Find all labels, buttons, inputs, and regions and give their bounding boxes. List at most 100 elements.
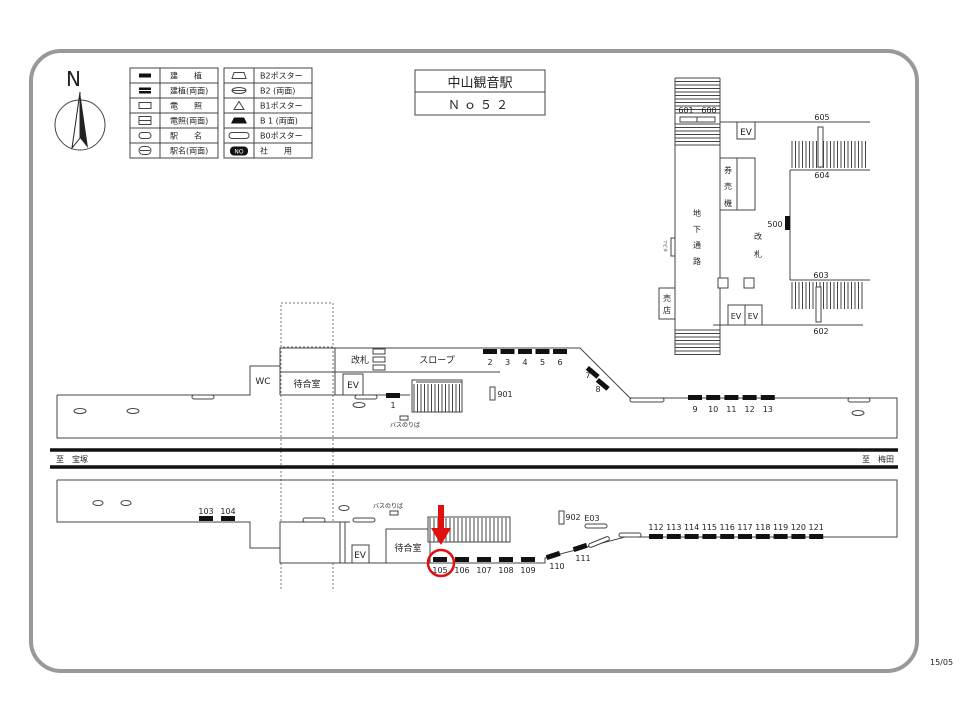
map-frame <box>29 49 919 673</box>
ad-label-105: 105 <box>432 566 447 575</box>
ad-panel <box>518 349 532 354</box>
ad-panel <box>706 395 721 400</box>
ad-label-4: 4 <box>522 358 527 367</box>
ad-label-116: 116 <box>720 523 735 532</box>
ad-panel <box>535 349 550 354</box>
ad-label-603: 603 <box>813 271 828 280</box>
ad-panel <box>386 393 400 398</box>
legend-label: B0ポスター <box>260 132 303 141</box>
ad-label-108: 108 <box>498 566 513 575</box>
ad-label-1: 1 <box>390 401 395 410</box>
passage-label: 通 <box>693 240 701 250</box>
arrow-shaft <box>438 505 444 528</box>
ad-label-114: 114 <box>684 523 699 532</box>
highlight-marker <box>426 505 456 578</box>
legend-label: 駅名(両面) <box>170 146 208 156</box>
ad-label-8: 8 <box>595 385 600 394</box>
ad-label-113: 113 <box>666 523 681 532</box>
ad-label-5: 5 <box>540 358 545 367</box>
legend-label: 駅 名 <box>170 131 202 141</box>
ev-label: EV <box>748 312 759 321</box>
ad-label-7: 7 <box>585 371 590 380</box>
arrow-head <box>431 528 451 545</box>
ticket-machine-label: 券 <box>724 165 732 175</box>
lower-platform: EV 待合室 バスのりば <box>56 479 898 564</box>
ad-label-121: 121 <box>809 523 824 532</box>
legend-label: B 1 (両面) <box>260 117 298 126</box>
ad-panel <box>755 534 770 539</box>
ad-panel <box>760 395 775 400</box>
ad-label-901: 901 <box>497 390 512 399</box>
legend-label: 建植(両面) <box>170 86 208 96</box>
ad-panel <box>433 557 447 562</box>
shop-label: 店 <box>663 305 671 315</box>
ad-panel <box>738 534 752 539</box>
gate-label: 改札 <box>351 354 369 366</box>
ad-label-11: 11 <box>726 405 736 414</box>
ad-label-601: 601 <box>678 106 693 115</box>
ad-panel <box>499 557 513 562</box>
legend-label: B2 (両面) <box>260 87 295 96</box>
ad-label-604: 604 <box>814 171 829 180</box>
ad-panel <box>553 349 567 354</box>
ad-label-107: 107 <box>476 566 491 575</box>
ad-label-119: 119 <box>773 523 788 532</box>
ticket-machine-label: 機 <box>724 198 732 208</box>
ad-panel <box>595 377 610 391</box>
ad-panel <box>572 542 588 553</box>
shop-label: 売 <box>663 293 671 303</box>
ad-label-605: 605 <box>814 113 829 122</box>
ad-label-500: 500 <box>767 220 782 229</box>
ad-panel <box>545 550 561 561</box>
legend-label: 電照(両面) <box>170 117 208 126</box>
ad-panel <box>809 534 824 539</box>
legend-label: 電 照 <box>170 102 202 111</box>
legend-label: B2ポスター <box>260 72 303 81</box>
ad-label-10: 10 <box>708 405 718 414</box>
ev-label: EV <box>347 381 360 391</box>
ad-label-602: 602 <box>813 327 828 336</box>
station-title-box: 中山観音駅 Ｎｏ５２ <box>414 69 546 116</box>
ad-label-9: 9 <box>692 405 697 414</box>
compass-icon: N <box>54 67 106 151</box>
highlight-circle <box>426 548 456 578</box>
legend-icon <box>139 73 151 78</box>
ad-label-104: 104 <box>220 507 235 516</box>
ad-panel <box>742 395 757 400</box>
ad-label-115: 115 <box>702 523 717 532</box>
ad-label-103: 103 <box>198 507 213 516</box>
ad-label-3: 3 <box>505 358 510 367</box>
waiting-room-label: 待合室 <box>293 378 320 390</box>
gate-label: 改 <box>754 231 762 241</box>
navita-sign: ナビタ <box>663 240 669 252</box>
ad-panel <box>773 534 788 539</box>
ad-label-6: 6 <box>557 358 562 367</box>
ev-label: EV <box>354 551 367 561</box>
ad-label-109: 109 <box>520 566 535 575</box>
legend-label: B1ポスター <box>260 102 303 111</box>
ad-panel <box>477 557 491 562</box>
passage-label: 下 <box>693 225 701 234</box>
ad-panel <box>684 534 699 539</box>
ad-label-120: 120 <box>791 523 806 532</box>
ad-panel <box>649 534 663 539</box>
passage-label: 地 <box>693 208 701 218</box>
ad-panel <box>688 395 702 400</box>
ad-label-118: 118 <box>755 523 770 532</box>
upper-platform: EV WC 待合室 改札 スロープ バスのりば <box>56 302 898 590</box>
ad-panel <box>221 516 235 521</box>
ad-label-E03: E03 <box>584 514 599 523</box>
slope-label: スロープ <box>419 355 454 366</box>
ad-label-902: 902 <box>565 513 580 522</box>
ev-label: EV <box>731 312 742 321</box>
legend-label: 建 植 <box>170 71 202 81</box>
ad-panel <box>199 516 213 521</box>
direction-takarazuka: 至 宝塚 <box>56 454 88 464</box>
ad-label-110: 110 <box>549 562 564 571</box>
ad-panel <box>455 557 469 562</box>
ad-label-12: 12 <box>745 405 755 414</box>
passage-label: 路 <box>693 256 701 266</box>
